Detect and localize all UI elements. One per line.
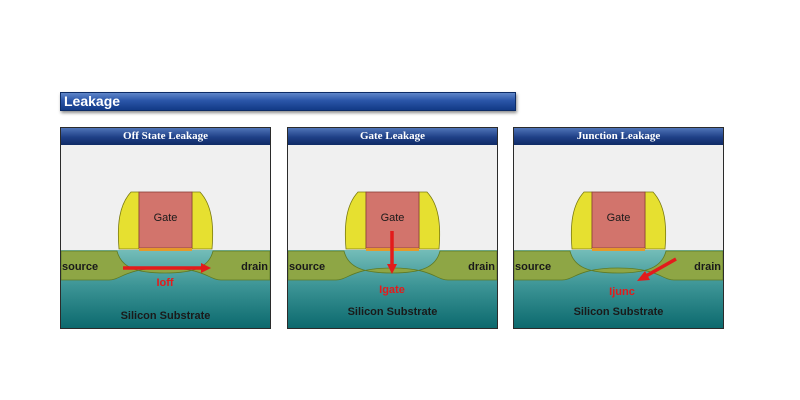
leakage-arrow [387,231,397,274]
source-label: source [515,261,551,273]
substrate-label: Silicon Substrate [348,306,438,318]
gate [591,191,646,249]
gate-oxide [592,248,645,251]
section-banner: Leakage [60,92,516,111]
left-spacer [344,191,367,250]
panel-junction-leakage: Junction Leakage Gate source drain Ijunc… [513,127,724,329]
gate-oxide [139,248,192,251]
panel-title: Junction Leakage [514,128,723,145]
source-label: source [289,261,325,273]
leakage-arrow [637,257,677,281]
right-spacer [191,191,214,250]
transistor-diagram: Gate source drain Igate Silicon Substrat… [288,191,497,328]
panel-title: Gate Leakage [288,128,497,145]
substrate-label: Silicon Substrate [574,306,664,318]
transistor-diagram: Gate source drain Ioff Silicon Substrate [61,191,270,328]
right-spacer [418,191,441,250]
drain-label: drain [468,261,495,273]
leakage-arrow [123,263,211,273]
left-spacer [117,191,140,250]
section-title: Leakage [64,93,121,109]
source-drain-diffusion [514,250,723,281]
panel-title: Off State Leakage [61,128,270,145]
leakage-current-label: Ioff [156,277,173,289]
transistor-diagram: Gate source drain Ijunc Silicon Substrat… [514,191,723,328]
drain-label: drain [694,261,721,273]
right-spacer [644,191,667,250]
drain-label: drain [241,261,268,273]
source-label: source [62,261,98,273]
gate-label: Gate [381,212,405,224]
panel-off-state-leakage: Off State Leakage Gate source drain Ioff… [60,127,271,329]
source-drain-diffusion [288,250,497,281]
leakage-current-label: Ijunc [609,286,635,298]
source-drain-diffusion [61,250,270,281]
gate-label: Gate [607,212,631,224]
substrate-label: Silicon Substrate [121,310,211,322]
left-spacer [570,191,593,250]
panel-gate-leakage: Gate Leakage Gate source drain Igate Sil… [287,127,498,329]
leakage-current-label: Igate [379,284,405,296]
gate [138,191,193,249]
gate-label: Gate [154,212,178,224]
